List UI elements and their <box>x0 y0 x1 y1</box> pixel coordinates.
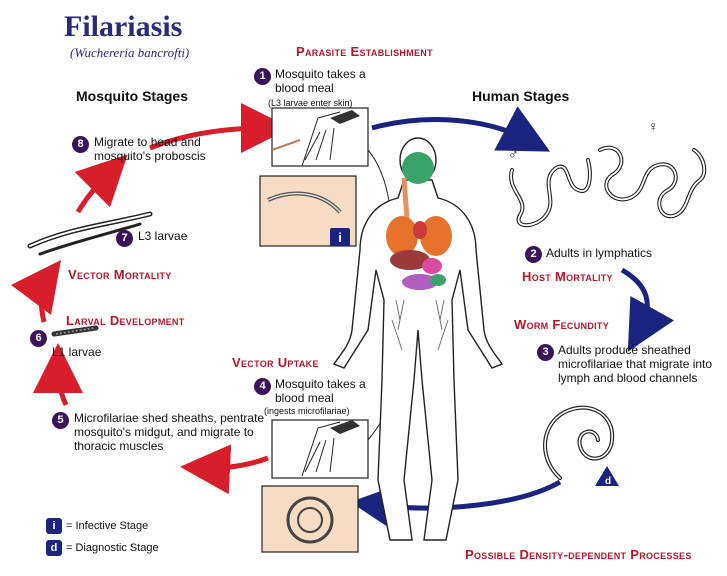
human-body-figure <box>332 137 504 541</box>
microfilariae-panel <box>261 485 359 553</box>
human-organs <box>386 152 452 290</box>
legend-diagnostic-text: = Diagnostic Stage <box>66 542 159 554</box>
step-text-2: Adults in lymphatics <box>546 246 653 260</box>
label-density-dependent: Possible Density-dependent Processes <box>465 547 692 562</box>
mosquito-feeding-panel-bottom <box>271 419 369 479</box>
step-number-3: 3 <box>537 344 554 361</box>
step-text-5: Microfilariae shed sheaths, pentrate mos… <box>74 411 265 453</box>
step-number-1: 1 <box>254 68 271 85</box>
step-number-2: 2 <box>525 246 542 263</box>
step-number-6: 6 <box>30 330 47 347</box>
step-number-4: 4 <box>254 378 271 395</box>
mosquito-stages-heading: Mosquito Stages <box>76 88 189 104</box>
step-number-5: 5 <box>52 412 69 429</box>
step-text-7: L3 larvae <box>138 229 188 243</box>
legend-infective-text: = Infective Stage <box>66 520 149 532</box>
label-host-mortality: Host Mortality <box>522 269 613 284</box>
diagnostic-stage-badge: d <box>595 466 619 487</box>
male-symbol: ♂ <box>508 146 519 162</box>
label-vector-mortality: Vector Mortality <box>68 267 172 282</box>
svg-text:i: i <box>338 230 342 245</box>
step-text-1: Mosquito takes a blood meal <box>275 67 366 95</box>
female-symbol: ♀ <box>648 118 659 134</box>
arrow-5-to-6 <box>33 343 84 407</box>
adult-worms-inner <box>510 146 706 227</box>
l1-larva <box>51 325 99 337</box>
step-text-3: Adults produce sheathed microfilariae th… <box>558 343 713 385</box>
page-subtitle: (Wuchereria bancrofti) <box>70 45 190 60</box>
l3-larvae-worms <box>27 211 153 256</box>
label-parasite-establishment: Parasite Establishment <box>296 44 433 59</box>
arrow-4-to-5 <box>180 444 269 495</box>
mosquito-feeding-panel-top <box>271 107 369 167</box>
arrow-7-to-8 <box>74 154 128 214</box>
label-larval-development: Larval Development <box>66 313 185 328</box>
step-text-6: L1 larvae <box>52 345 102 359</box>
step-sub-1: (L3 larvae enter skin) <box>268 98 353 108</box>
coiled-microfilaria <box>543 405 615 480</box>
step-sub-4: (ingests microfilariae) <box>264 406 350 416</box>
arrow-2-to-3 <box>620 267 675 352</box>
arrow-1-to-2 <box>371 106 551 152</box>
page-title: Filariasis <box>64 10 183 43</box>
label-worm-fecundity: Worm Fecundity <box>514 317 610 332</box>
lymphatic-vessels <box>391 299 449 351</box>
infective-stage-badge: i <box>330 228 350 246</box>
arrow-8-to-1 <box>149 103 291 154</box>
step-number-7: 7 <box>116 230 133 247</box>
label-vector-uptake: Vector Uptake <box>232 355 319 370</box>
step-number-8: 8 <box>72 136 89 153</box>
adult-worms <box>509 145 707 228</box>
step-text-8: Migrate to head and mosquito's proboscis <box>94 135 206 163</box>
arrow-6-to-7 <box>11 259 61 323</box>
step-text-4: Mosquito takes a blood meal <box>275 377 366 405</box>
legend-diagnostic-icon: d <box>46 540 62 556</box>
human-stages-heading: Human Stages <box>472 88 570 104</box>
legend-infective-icon: i <box>46 518 62 534</box>
svg-text:d: d <box>605 476 611 487</box>
